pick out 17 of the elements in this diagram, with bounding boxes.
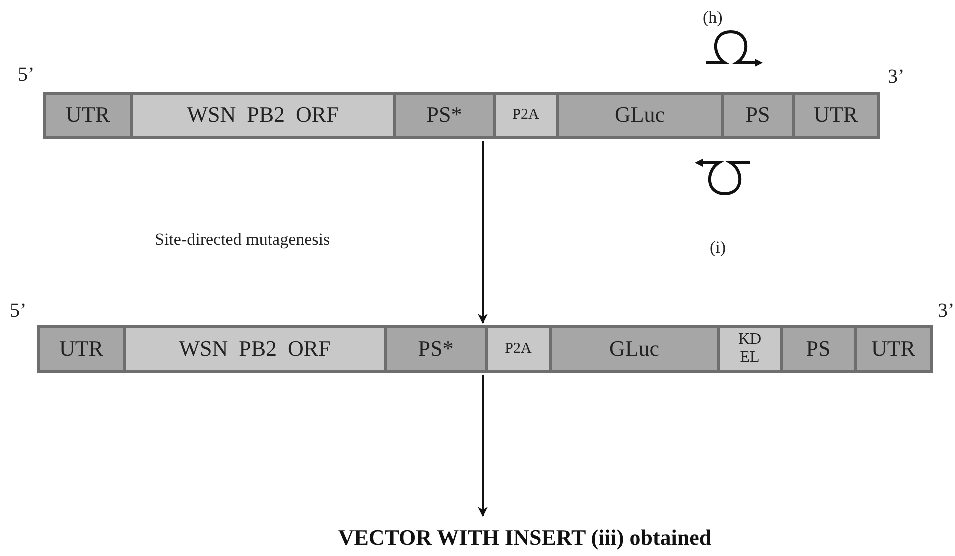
gene-segment: P2A	[485, 328, 549, 370]
gene-segment: KD EL	[717, 328, 780, 370]
gene-segment: WSN PB2 ORF	[130, 95, 393, 136]
result-text: VECTOR WITH INSERT (iii) obtained	[280, 518, 770, 556]
end-label: 5’	[18, 64, 35, 87]
gene-construct-bar	[37, 325, 933, 373]
gene-segment: WSN PB2 ORF	[123, 328, 384, 370]
gene-construct-bar	[43, 92, 880, 139]
end-label: 5’	[10, 300, 27, 323]
arrow	[478, 141, 488, 324]
end-label: 3’	[888, 66, 905, 89]
primer-label: (i)	[710, 238, 726, 258]
end-label: 3’	[938, 300, 955, 323]
step-label: Site-directed mutagenesis	[155, 230, 330, 250]
gene-segment: P2A	[493, 95, 556, 136]
primer-label: (h)	[703, 8, 723, 28]
arrow	[478, 375, 488, 517]
